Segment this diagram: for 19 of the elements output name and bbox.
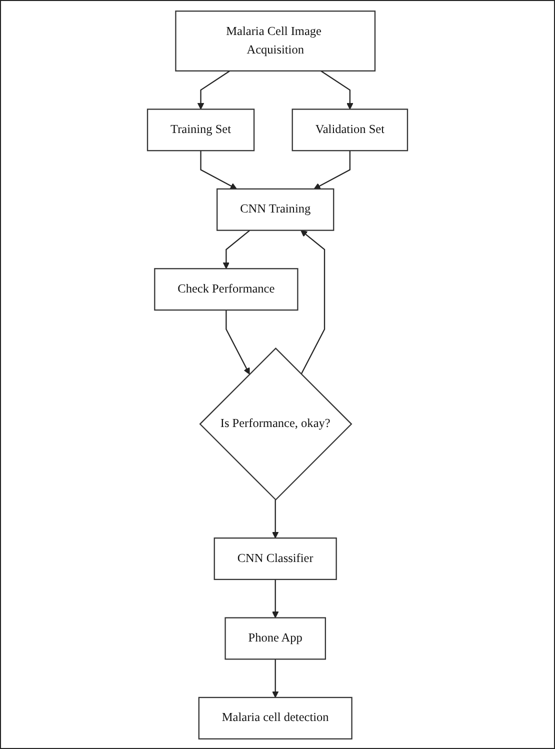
node-box: Check Performance [154, 268, 298, 310]
node-box: Malaria cell detection [198, 696, 352, 739]
node-box: CNN Training [216, 188, 334, 230]
arrow [314, 150, 350, 189]
node-box: Phone App [224, 616, 326, 660]
arrow [197, 70, 230, 110]
node-diamond: Is Performance, okay? [199, 347, 352, 500]
node-box: CNN Classifier [214, 536, 337, 580]
node-box: Malaria Cell Image Acquisition [175, 10, 376, 71]
node-box: Training Set [146, 108, 255, 151]
arrow [300, 230, 326, 374]
arrow [320, 70, 354, 110]
arrow [272, 499, 279, 538]
arrow [226, 310, 250, 374]
arrow [200, 150, 237, 189]
arrow [272, 658, 279, 698]
arrow [222, 229, 250, 268]
node-box: Validation Set [292, 108, 408, 151]
arrow [272, 578, 279, 618]
